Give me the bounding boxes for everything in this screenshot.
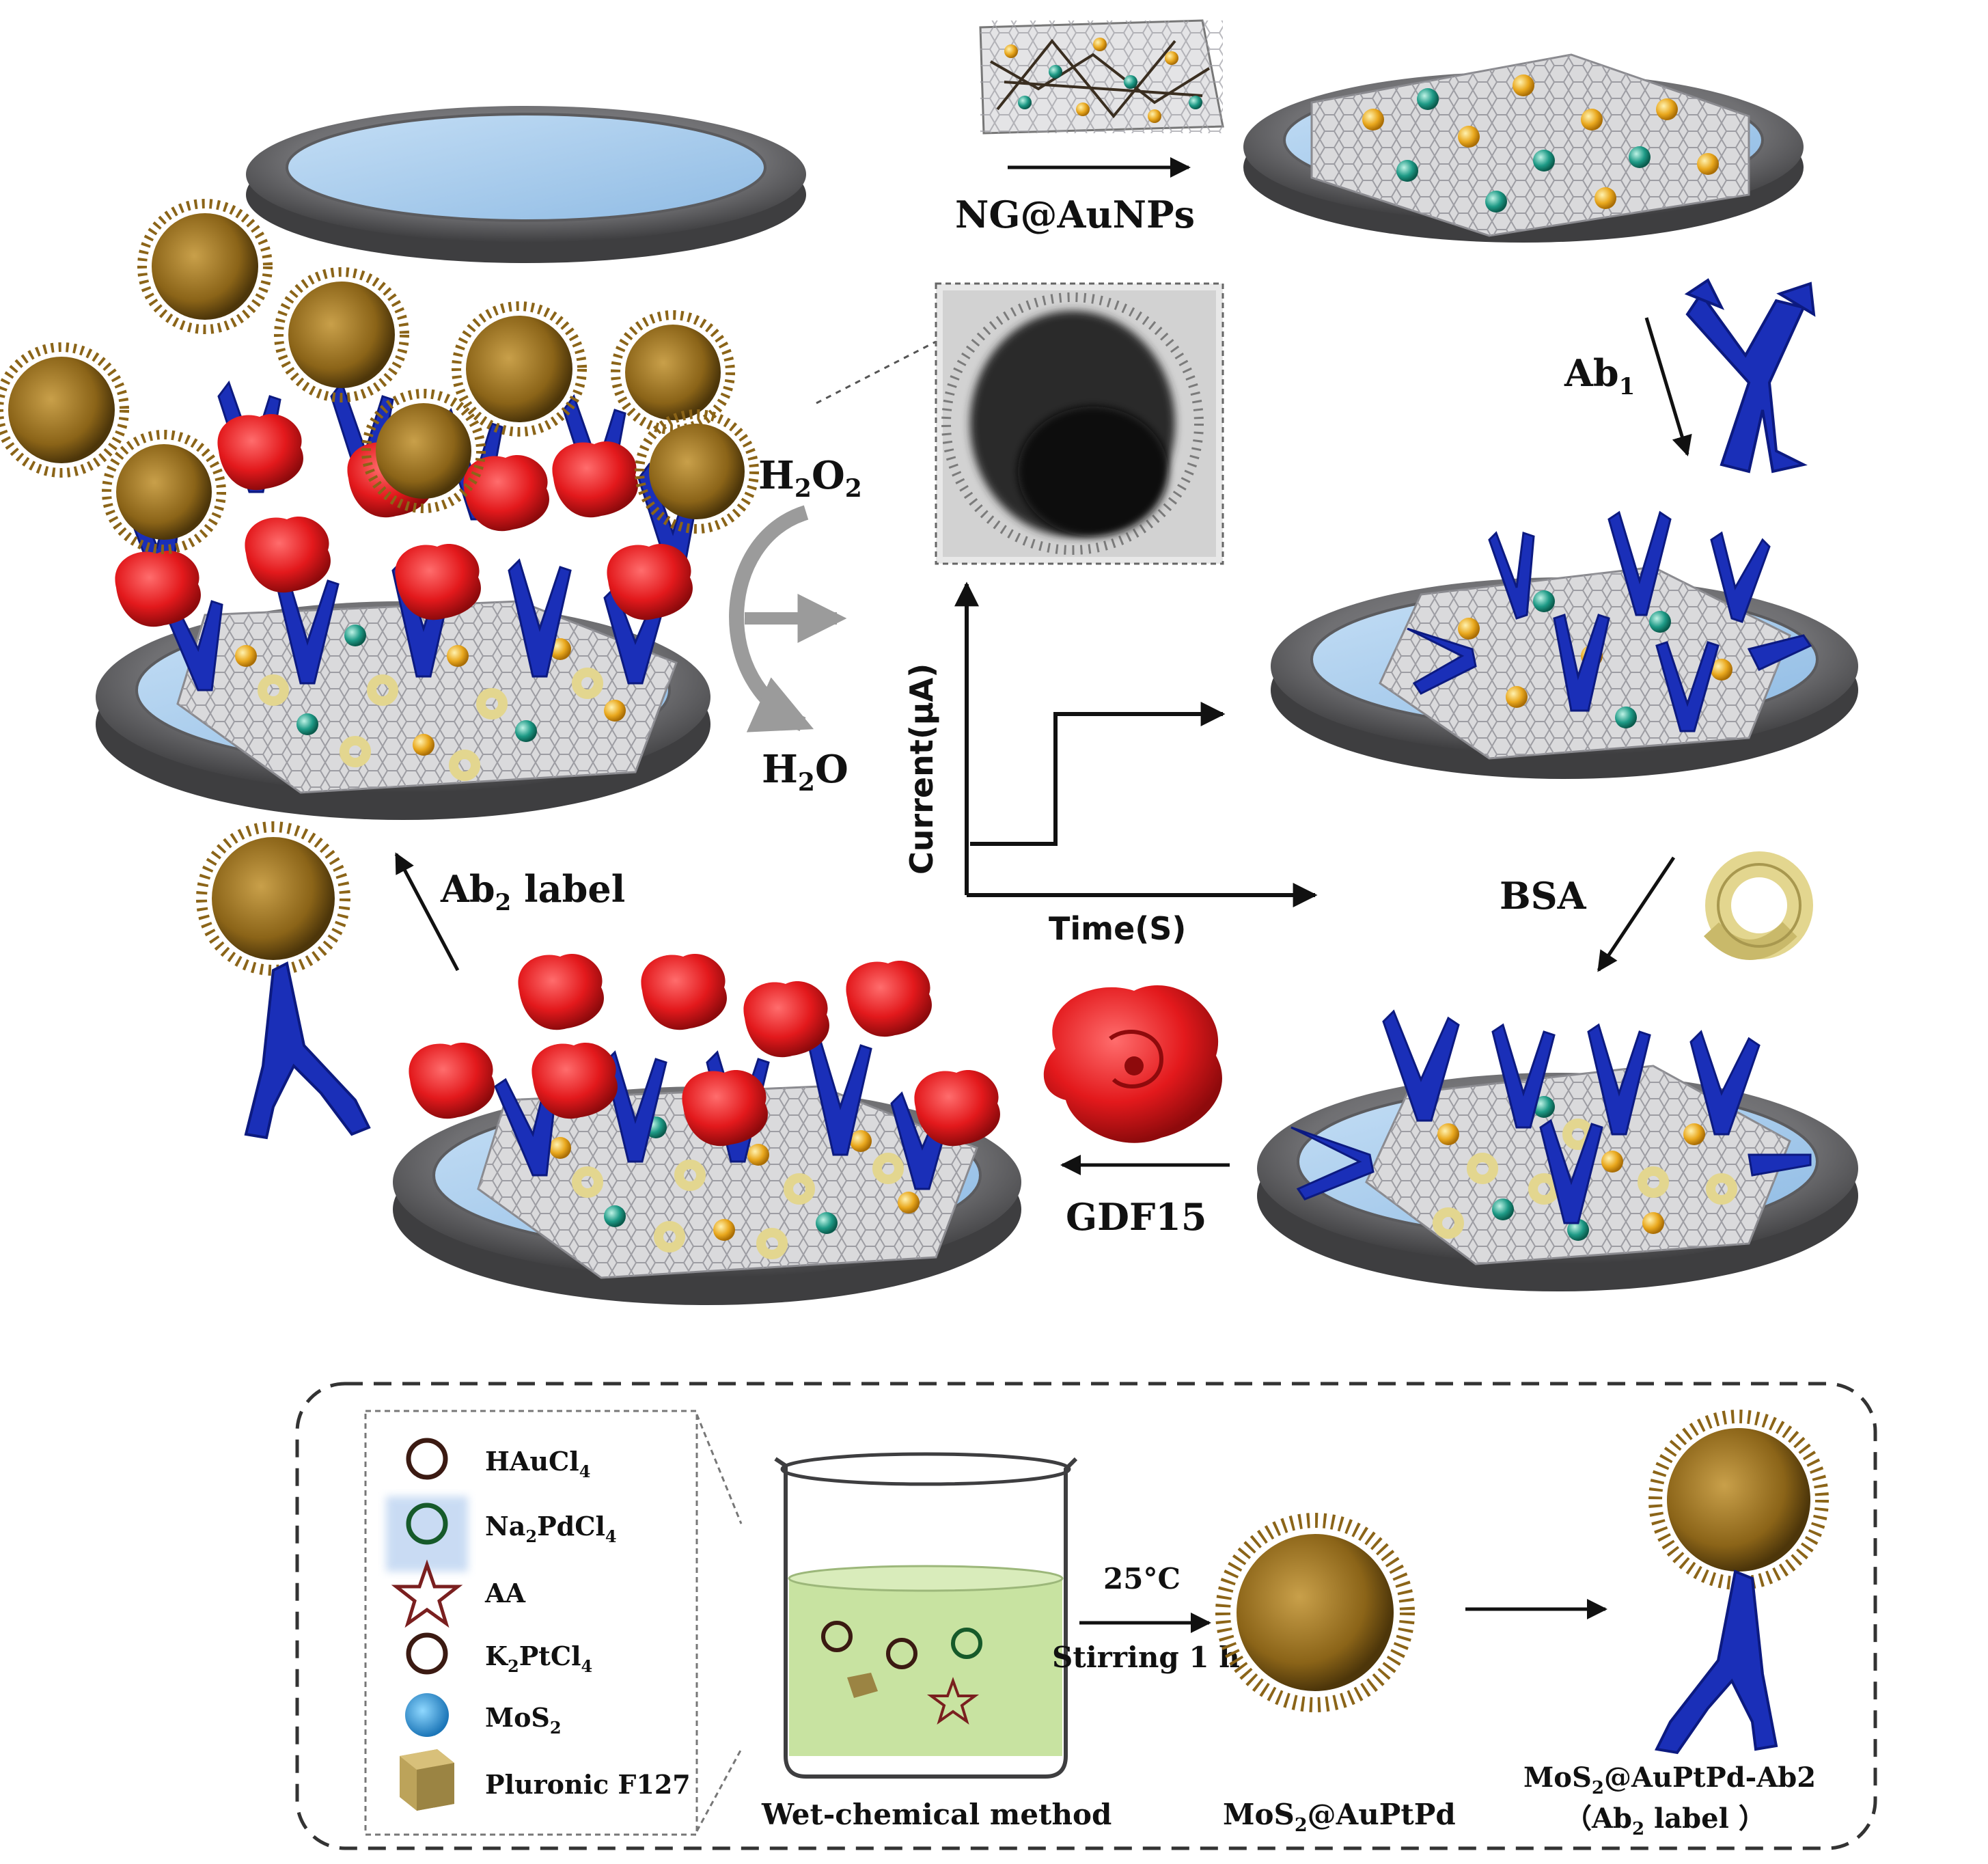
label-h2o: H2O (762, 747, 848, 797)
label-mos2-auptpd: MoS2@AuPtPd (1223, 1798, 1456, 1836)
aa-star-icon (391, 1559, 463, 1628)
tem-image (935, 282, 1224, 565)
ab2-label-icon (196, 821, 371, 1140)
graph-ylabel: Current(μA) (903, 663, 940, 875)
reagent-label-pd: Na2PdCl4 (485, 1511, 617, 1546)
label-wet-chemical: Wet-chemical method (761, 1798, 1112, 1831)
ng-aunps-sheet-icon (979, 19, 1224, 135)
reagent-label-mos2: MoS2 (485, 1702, 562, 1738)
label-gdf15: GDF15 (1066, 1195, 1206, 1239)
f127-cube-icon (400, 1749, 454, 1811)
zoom-line (816, 340, 937, 405)
electrode-bsa (1257, 1009, 1858, 1291)
current-time-graph: Current(μA) Time(S) (903, 581, 1318, 947)
label-temperature: 25°C (1103, 1562, 1181, 1595)
synthesis-panel: HAuCl4 Na2PdCl4 AA K2PtCl4 MoS2 Pluronic… (295, 1382, 1877, 1850)
hauc-ring-icon (406, 1438, 448, 1480)
electrode-antigen (393, 954, 1021, 1305)
label-h2o2: H2O2 (758, 453, 862, 503)
beaker-icon (774, 1452, 1078, 1779)
label-ng-aunps: NG@AuNPs (955, 193, 1195, 236)
label-ab2-paren: （Ab2 label ） (1564, 1803, 1766, 1839)
reagent-icons (386, 1438, 468, 1811)
reaction-arrow (729, 505, 847, 732)
arrow-bsa (1597, 856, 1676, 972)
arrow-ab1 (1644, 317, 1692, 456)
mos2-auptpd-ab2-icon (1648, 1410, 1829, 1755)
label-mos2-auptpd-ab2: MoS2@AuPtPd-Ab2 (1523, 1762, 1816, 1798)
label-ab2: Ab2 label (440, 867, 625, 916)
graph-step-line (970, 712, 1223, 846)
reagent-label-aa: AA (484, 1578, 525, 1608)
antibody-icon-large (1684, 278, 1816, 474)
mos2-auptpd-icon (1215, 1513, 1415, 1712)
mos2-icon (405, 1693, 449, 1737)
reagent-label-pt: K2PtCl4 (485, 1641, 592, 1676)
electrode-sandwich (0, 199, 759, 820)
label-ab1: Ab1 (1564, 351, 1635, 400)
arrow-ab2-label (394, 852, 460, 972)
gdf15-antigen-icon (1043, 985, 1222, 1143)
reagent-legend (364, 1410, 698, 1836)
electrode-bare (246, 106, 806, 263)
bsa-knot-icon (1703, 851, 1813, 960)
graph-xlabel: Time(S) (1049, 910, 1186, 947)
label-stirring: Stirring 1 h (1052, 1641, 1240, 1674)
reagent-label-f127: Pluronic F127 (485, 1769, 691, 1800)
reagent-label-hauc: HAuCl4 (485, 1446, 590, 1481)
pt-ring-icon (406, 1632, 448, 1675)
electrode-ab1 (1271, 510, 1858, 779)
electrode-modified (1243, 53, 1804, 243)
pd-ring-icon (406, 1503, 448, 1545)
label-bsa: BSA (1500, 874, 1587, 918)
